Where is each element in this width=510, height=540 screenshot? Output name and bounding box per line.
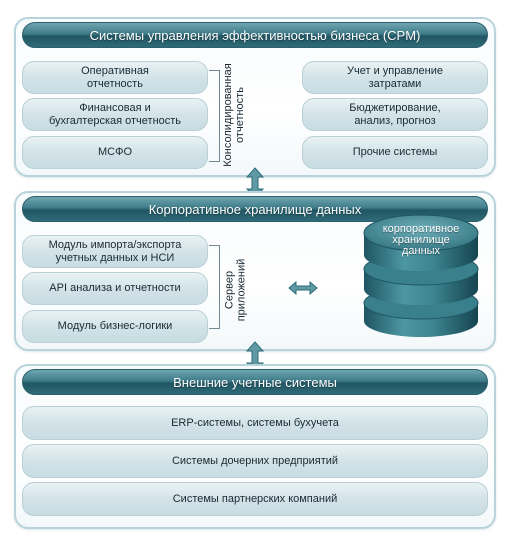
cpm-left-item-2: Финансовая и бухгалтерская отчетность <box>22 98 208 131</box>
cpm-bracket <box>209 70 220 162</box>
cpm-right-item-1: Учет и управление затратами <box>302 61 488 94</box>
warehouse-group-label: Сервер приложений <box>223 258 248 322</box>
external-title: Внешние учетные системы <box>22 369 488 395</box>
warehouse-bracket <box>209 245 220 329</box>
warehouse-title: Корпоративное хранилище данных <box>22 196 488 222</box>
cpm-left-item-3: МСФО <box>22 136 208 169</box>
cpm-left-item-1: Оперативная отчетность <box>22 61 208 94</box>
warehouse-left-item-2: API анализа и отчетности <box>22 272 208 305</box>
external-item-2: Системы дочерних предприятий <box>22 444 488 478</box>
cpm-title: Системы управления эффективностью бизнес… <box>22 22 488 48</box>
cpm-right-item-2: Бюджетирование, анализ, прогноз <box>302 98 488 131</box>
external-item-3: Системы партнерских компаний <box>22 482 488 516</box>
warehouse-left-item-1: Модуль импорта/экспорта учетных данных и… <box>22 235 208 268</box>
double-arrow-horizontal-icon <box>288 280 318 296</box>
database-label: корпоративное хранилище данных <box>382 223 460 257</box>
database-stack-icon <box>363 214 479 337</box>
cpm-group-label: Консолидированная отчетность <box>222 63 246 167</box>
external-item-1: ERP-системы, системы бухучета <box>22 406 488 440</box>
cpm-right-item-3: Прочие системы <box>302 136 488 169</box>
warehouse-left-item-3: Модуль бизнес-логики <box>22 310 208 343</box>
